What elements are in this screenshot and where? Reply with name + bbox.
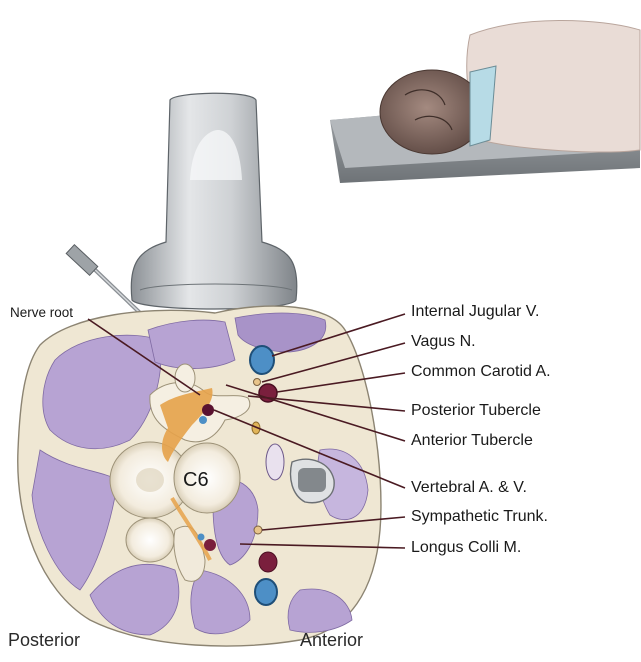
label-internal-jugular-vein: Internal Jugular V.	[411, 303, 539, 321]
label-sympathetic-trunk: Sympathetic Trunk.	[411, 508, 548, 526]
patient-inset	[330, 20, 640, 183]
vertebral-artery	[202, 404, 214, 416]
label-posterior-tubercle: Posterior Tubercle	[411, 402, 541, 420]
internal-jugular-vein	[250, 346, 274, 374]
label-posterior: Posterior	[8, 631, 80, 649]
label-anterior: Anterior	[300, 631, 363, 649]
label-common-carotid-artery: Common Carotid A.	[411, 363, 551, 381]
patient-head	[380, 70, 484, 154]
label-vagus-nerve: Vagus N.	[411, 333, 476, 351]
label-vertebral-artery-vein: Vertebral A. & V.	[411, 479, 527, 497]
ultrasound-probe	[131, 93, 297, 309]
label-nerve-root: Nerve root	[10, 304, 73, 322]
label-longus-colli-muscle: Longus Colli M.	[411, 539, 521, 557]
label-c6-vertebra: C6	[183, 469, 209, 492]
label-anterior-tubercle: Anterior Tubercle	[411, 432, 533, 450]
